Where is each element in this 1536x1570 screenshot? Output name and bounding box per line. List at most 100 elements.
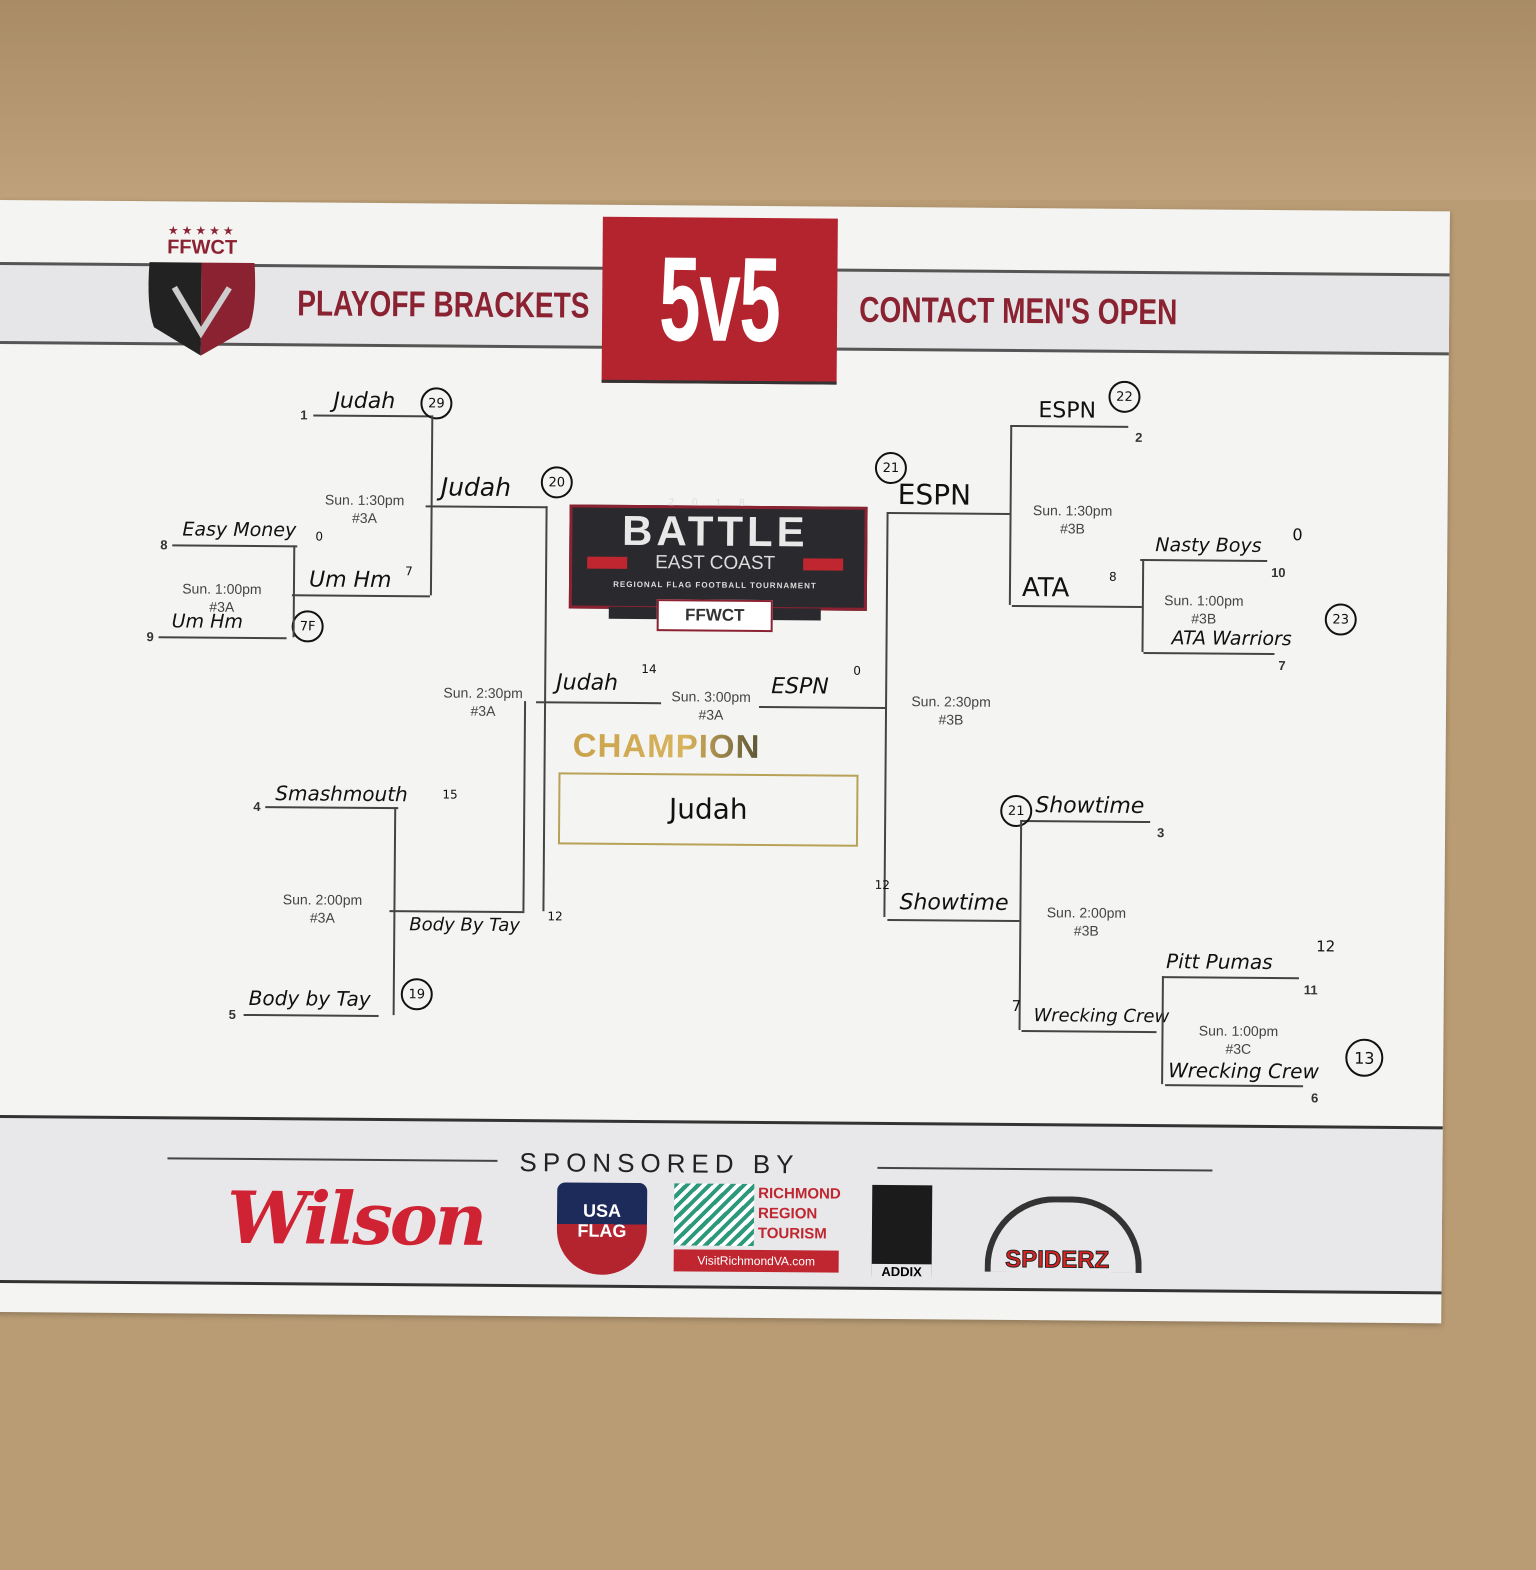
team-name: Showtime [1035, 793, 1145, 820]
seed-number: 5 [228, 1006, 236, 1022]
score: 0 [1292, 525, 1303, 545]
bracket-sheet: ★★★★★ FFWCT PLAYOFF BRACKETS 5v5 CONTACT… [0, 200, 1450, 1324]
game-detail: Sun. 2:30pm [443, 684, 523, 702]
game-detail: #3A [351, 509, 378, 526]
richmond-tourism-text: RICHMOND REGION TOURISM [757, 1184, 841, 1243]
usa-flag-logo: USA FLAG [556, 1182, 648, 1276]
game-detail: Sun. 2:30pm [911, 693, 991, 710]
winning-score: 21 [1000, 794, 1033, 828]
seed-number: 4 [253, 799, 261, 815]
addix-text: ADDIX [871, 1263, 932, 1280]
bracket-line [1140, 558, 1268, 562]
team-name: Judah [333, 388, 396, 415]
score: 0 [853, 663, 862, 678]
score: 12 [1316, 937, 1336, 956]
game-detail: Sun. 2:00pm [282, 891, 363, 908]
usa-flag-text: USA FLAG [577, 1200, 627, 1241]
bracket-connector [1008, 424, 1013, 605]
bracket-line [887, 511, 1010, 515]
seed-number: 11 [1303, 982, 1318, 998]
score: 15 [442, 787, 458, 802]
game-detail: #3B [1059, 520, 1085, 537]
final-game-time: Sun. 3:00pm#3A [661, 687, 761, 724]
score: 0 [315, 529, 324, 544]
bracket-line [265, 806, 399, 810]
ffwct-logo: ★★★★★ FFWCT [144, 223, 260, 359]
event-org: FFWCT [656, 599, 773, 633]
game-detail: Sun. 1:00pm [182, 580, 262, 598]
bracket-line [1021, 1030, 1157, 1034]
team-name: ESPN [771, 674, 829, 700]
bracket-line [877, 1166, 1213, 1172]
game-time: Sun. 2:30pm#3A [433, 683, 533, 720]
event-region: EAST COAST [655, 552, 776, 575]
spiderz-logo: SPIDERZ [970, 1195, 1146, 1277]
game-detail: #3A [470, 702, 496, 719]
game-detail: #3B [938, 711, 964, 728]
score: 12 [874, 877, 890, 893]
seed-number: 9 [146, 629, 154, 645]
bracket-line [389, 910, 525, 914]
bracket-line [243, 1013, 379, 1017]
team-name: Judah [440, 472, 512, 503]
ffwct-logo-text: FFWCT [167, 236, 238, 259]
team-name: Wrecking Crew [1168, 1058, 1319, 1084]
bracket-line [158, 636, 287, 640]
game-time: Sun. 2:00pm#3B [1036, 903, 1136, 940]
bracket-line [1020, 820, 1151, 824]
battle-east-coast-logo: 2018 BATTLE EAST COAST REGIONAL FLAG FOO… [568, 494, 868, 633]
seed-number: 10 [1271, 564, 1286, 581]
winning-score: 23 [1324, 603, 1357, 636]
bracket-connector [883, 511, 889, 917]
bracket-connector [542, 506, 548, 912]
team-name: Body By Tay [409, 914, 521, 937]
team-name: Smashmouth [275, 781, 408, 807]
score: 8 [1109, 569, 1117, 584]
spiderz-text: SPIDERZ [1005, 1245, 1110, 1274]
team-name: Easy Money [182, 518, 297, 542]
game-time: Sun. 1:00pm#3A [172, 579, 272, 616]
bracket-line [1011, 604, 1142, 608]
seed-number: 2 [1135, 429, 1143, 445]
game-detail: #3A [209, 598, 235, 615]
game-detail: #3B [1073, 922, 1099, 939]
team-name: ATA Warriors [1171, 627, 1292, 651]
playoff-brackets-title: PLAYOFF BRACKETS [297, 282, 590, 326]
score: 12 [547, 909, 563, 924]
team-name: Um Hm [308, 567, 392, 594]
winning-score: 20 [540, 466, 573, 499]
bracket-line [172, 544, 298, 548]
team-name: ESPN [897, 478, 972, 512]
bracket-line [1143, 651, 1275, 656]
game-detail: Sun. 2:00pm [1046, 904, 1127, 921]
wilson-logo: Wilson [226, 1174, 485, 1262]
champion-name: Judah [668, 792, 748, 826]
event-name: BATTLE [621, 506, 809, 556]
champion-label: CHAMPION [572, 726, 761, 765]
game-detail: #3B [1191, 610, 1217, 627]
bracket-line [291, 594, 430, 598]
seed-number: 3 [1157, 825, 1165, 841]
game-detail: #3C [1225, 1040, 1252, 1057]
seed-number: 6 [1310, 1090, 1319, 1106]
game-time: Sun. 1:00pm#3C [1188, 1021, 1288, 1058]
bracket-line [759, 705, 887, 709]
score: 7 [405, 564, 413, 579]
team-name: Wrecking Crew [1033, 1005, 1170, 1028]
format-badge: 5v5 [601, 216, 838, 385]
game-detail: Sun. 3:00pm [671, 688, 751, 705]
game-detail: #3A [309, 909, 335, 926]
game-detail: Sun. 1:30pm [324, 491, 405, 509]
bracket-connector [1141, 558, 1145, 652]
game-time: Sun. 1:30pm#3B [1022, 501, 1122, 538]
score: 14 [641, 662, 657, 677]
bracket-line [1165, 1084, 1304, 1088]
winning-score: 7F [291, 610, 324, 643]
richmond-url: VisitRichmondVA.com [673, 1249, 839, 1273]
game-detail: Sun. 1:30pm [1032, 502, 1113, 519]
bracket-line [167, 1157, 498, 1162]
wall-background [0, 0, 1536, 200]
shield-icon [148, 262, 256, 356]
team-name: Showtime [899, 890, 1009, 916]
bracket-line [1010, 424, 1129, 428]
